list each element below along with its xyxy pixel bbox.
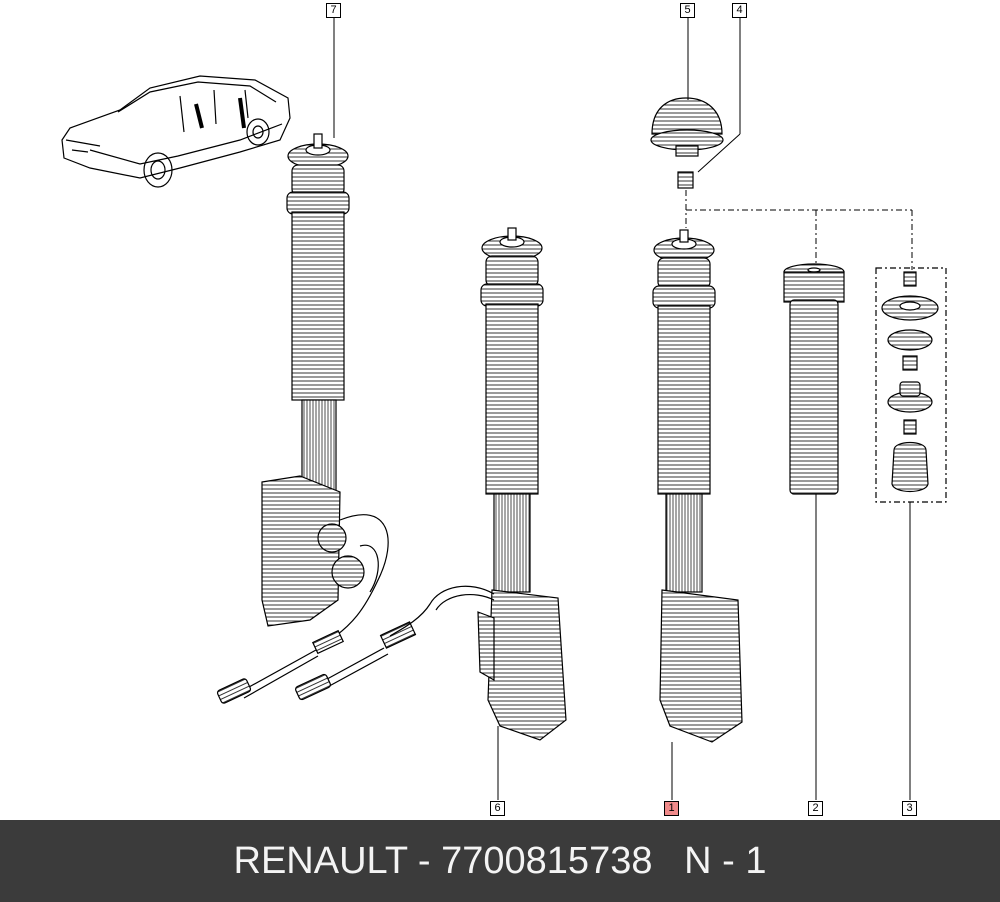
shock-absorber-1	[652, 229, 743, 743]
callout-6: 6	[490, 801, 505, 816]
callout-4: 4	[732, 3, 747, 18]
exploded-view-drawing	[61, 18, 947, 800]
leader-lines	[333, 18, 913, 800]
callout-5: 5	[680, 3, 695, 18]
protective-boot-2	[783, 263, 845, 495]
callout-3: 3	[902, 801, 917, 816]
shock-absorber-6	[389, 227, 567, 741]
callout-2: 2	[808, 801, 823, 816]
part-number-footer: RENAULT - 7700815738 N - 1	[0, 820, 1000, 902]
callout-7: 7	[326, 3, 341, 18]
mounting-kit-3	[875, 267, 947, 503]
car-icon	[61, 75, 291, 188]
shock-absorber-7	[216, 133, 417, 704]
callout-1: 1	[664, 801, 679, 816]
nut-4	[677, 171, 694, 189]
top-mount-cap-5	[650, 97, 724, 157]
